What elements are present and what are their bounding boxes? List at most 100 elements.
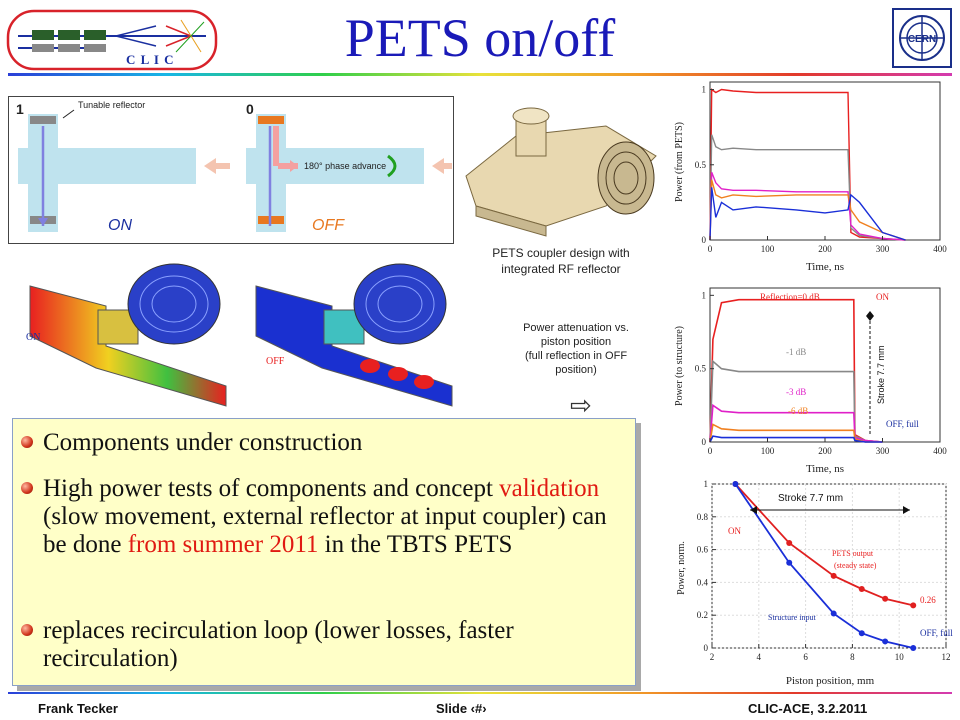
c1-series-line-3 — [709, 179, 906, 241]
c3-ytick-label-4: 0.8 — [697, 512, 709, 522]
c3-series-0-point-3 — [858, 585, 865, 592]
tunable-reflector-label: Tunable reflector — [78, 100, 145, 110]
c2-xtick-label-1: 100 — [761, 446, 775, 456]
c3-series-0-point-5 — [910, 602, 917, 609]
clic-logo-text: C L I C — [126, 52, 175, 67]
chart3-ylabel: Power, norm. — [676, 541, 687, 595]
c1-series-line-0 — [709, 88, 906, 241]
c2-ytick-label-0: 0 — [702, 437, 707, 447]
c2-series-line-2 — [709, 403, 883, 443]
bullet-dot-icon — [21, 482, 33, 494]
c3-series-0-point-1 — [786, 540, 793, 547]
footer-slide-number: Slide ‹#› — [436, 701, 487, 716]
chart2-annotation-stroke: Stroke 7.7 mm — [876, 345, 886, 404]
c3-ytick-label-1: 0.2 — [697, 610, 708, 620]
c1-xtick-label-4: 400 — [933, 244, 947, 254]
c3-series-1-point-4 — [882, 638, 889, 645]
attenuation-caption-line-2: piston position — [540, 336, 612, 348]
attenuation-caption-line-4: position) — [555, 364, 597, 376]
footer-event: CLIC-ACE, 3.2.2011 — [748, 701, 868, 716]
chart2-frame — [709, 287, 941, 443]
phase-advance-label: 180° phase advance — [304, 161, 386, 171]
c3-series-1-point-0 — [732, 481, 739, 487]
c3-series-1-point-5 — [910, 645, 917, 651]
chart2-annotation-off: OFF, full — [886, 419, 919, 429]
bullet-1: Components under construction — [21, 429, 362, 457]
bullet-3: replaces recirculation loop (lower losse… — [21, 617, 623, 673]
chart3-annotation-stroke: Stroke 7.7 mm — [778, 493, 843, 504]
header-divider — [8, 73, 952, 76]
c3-series-0-point-4 — [882, 595, 889, 602]
attenuation-caption-line-3: (full reflection in OFF — [524, 350, 628, 362]
footer-author: Frank Tecker — [38, 701, 118, 716]
c1-xtick-label-3: 300 — [876, 244, 890, 254]
bullet-dot-icon — [21, 436, 33, 448]
coupler-caption: PETS coupler design with integrated RF r… — [448, 245, 674, 277]
field-sim-on-image — [29, 263, 227, 407]
c3-series-line-0 — [734, 483, 914, 607]
chart2-stroke-marker — [866, 311, 874, 321]
chart2-xlabel: Time, ns — [806, 463, 844, 475]
sim-on-label: ON — [26, 332, 41, 343]
slide-title: PETS on/off — [344, 8, 616, 68]
footer-divider — [8, 692, 952, 694]
schematic-off-label: OFF — [312, 217, 345, 234]
cern-logo: CERN — [892, 8, 952, 68]
bullet-box: Components under construction High power… — [12, 418, 636, 686]
c1-series-line-1 — [709, 134, 906, 241]
bullet-dot-icon — [21, 624, 33, 636]
clic-logo: C L I C — [6, 9, 218, 71]
chart2-annotation-0db: Reflection=0 dB — [760, 292, 820, 302]
c2-series-line-0 — [709, 298, 883, 443]
chart2-annotation-6db: -6 dB — [788, 406, 808, 416]
coupler-model-image — [465, 107, 657, 237]
c1-ytick-label-1: 0.5 — [695, 160, 707, 170]
cern-logo-text: CERN — [908, 34, 936, 45]
chart1-xlabel: Time, ns — [806, 261, 844, 273]
c3-xtick-label-3: 8 — [850, 652, 855, 662]
c3-series-1-point-1 — [786, 559, 793, 566]
chart1-frame — [709, 81, 941, 241]
coupler-caption-line-2: integrated RF reflector — [501, 262, 621, 276]
c2-series-line-4 — [709, 435, 883, 443]
c3-series-0-point-2 — [830, 572, 837, 579]
c3-xtick-label-5: 12 — [942, 652, 951, 662]
bullet-2-text-a: High power tests of components and conce… — [43, 475, 500, 502]
c2-series-line-1 — [709, 359, 883, 443]
c3-ytick-label-3: 0.6 — [697, 545, 709, 555]
c1-series-line-4 — [709, 187, 906, 241]
c3-series-line-1 — [734, 483, 914, 649]
bullet-2-text-red-1: validation — [499, 475, 600, 502]
chart2-annotation-on: ON — [876, 292, 889, 302]
schematic-marker-0: 0 — [246, 101, 254, 117]
c3-series-1-point-3 — [858, 630, 865, 637]
c3-xtick-label-4: 10 — [895, 652, 905, 662]
attenuation-caption-line-1: Power attenuation vs. — [523, 322, 629, 334]
c3-xtick-label-2: 6 — [803, 652, 808, 662]
chart3-stroke-arrowhead-left — [750, 506, 757, 514]
c1-series-line-2 — [709, 172, 906, 241]
field-sim-off-image — [255, 263, 453, 407]
chart2-annotation-1db: -1 dB — [786, 347, 806, 357]
chart3-stroke-arrowhead-right — [903, 506, 910, 514]
c3-series-1-point-2 — [830, 610, 837, 617]
chart1-ylabel: Power (from PETS) — [674, 122, 685, 202]
c1-xtick-label-2: 200 — [818, 244, 832, 254]
c1-ytick-label-2: 1 — [702, 85, 707, 95]
chart2-ylabel: Power (to structure) — [674, 326, 685, 406]
c1-xtick-label-1: 100 — [761, 244, 775, 254]
c1-xtick-label-0: 0 — [708, 244, 713, 254]
schematic-marker-1: 1 — [16, 101, 24, 117]
c2-xtick-label-2: 200 — [818, 446, 832, 456]
attenuation-caption: Power attenuation vs. piston position (f… — [486, 321, 666, 377]
schematic-diagram: 1 0 Tunable reflector 180° phase advance… — [8, 96, 454, 244]
coupler-caption-line-1: PETS coupler design with — [492, 246, 630, 260]
bullet-2: High power tests of components and conce… — [21, 475, 623, 559]
c3-ytick-label-2: 0.4 — [697, 577, 709, 587]
chart3-annotation-026: 0.26 — [920, 595, 936, 605]
c2-ytick-label-2: 1 — [702, 290, 707, 300]
c2-ytick-label-1: 0.5 — [695, 364, 707, 374]
